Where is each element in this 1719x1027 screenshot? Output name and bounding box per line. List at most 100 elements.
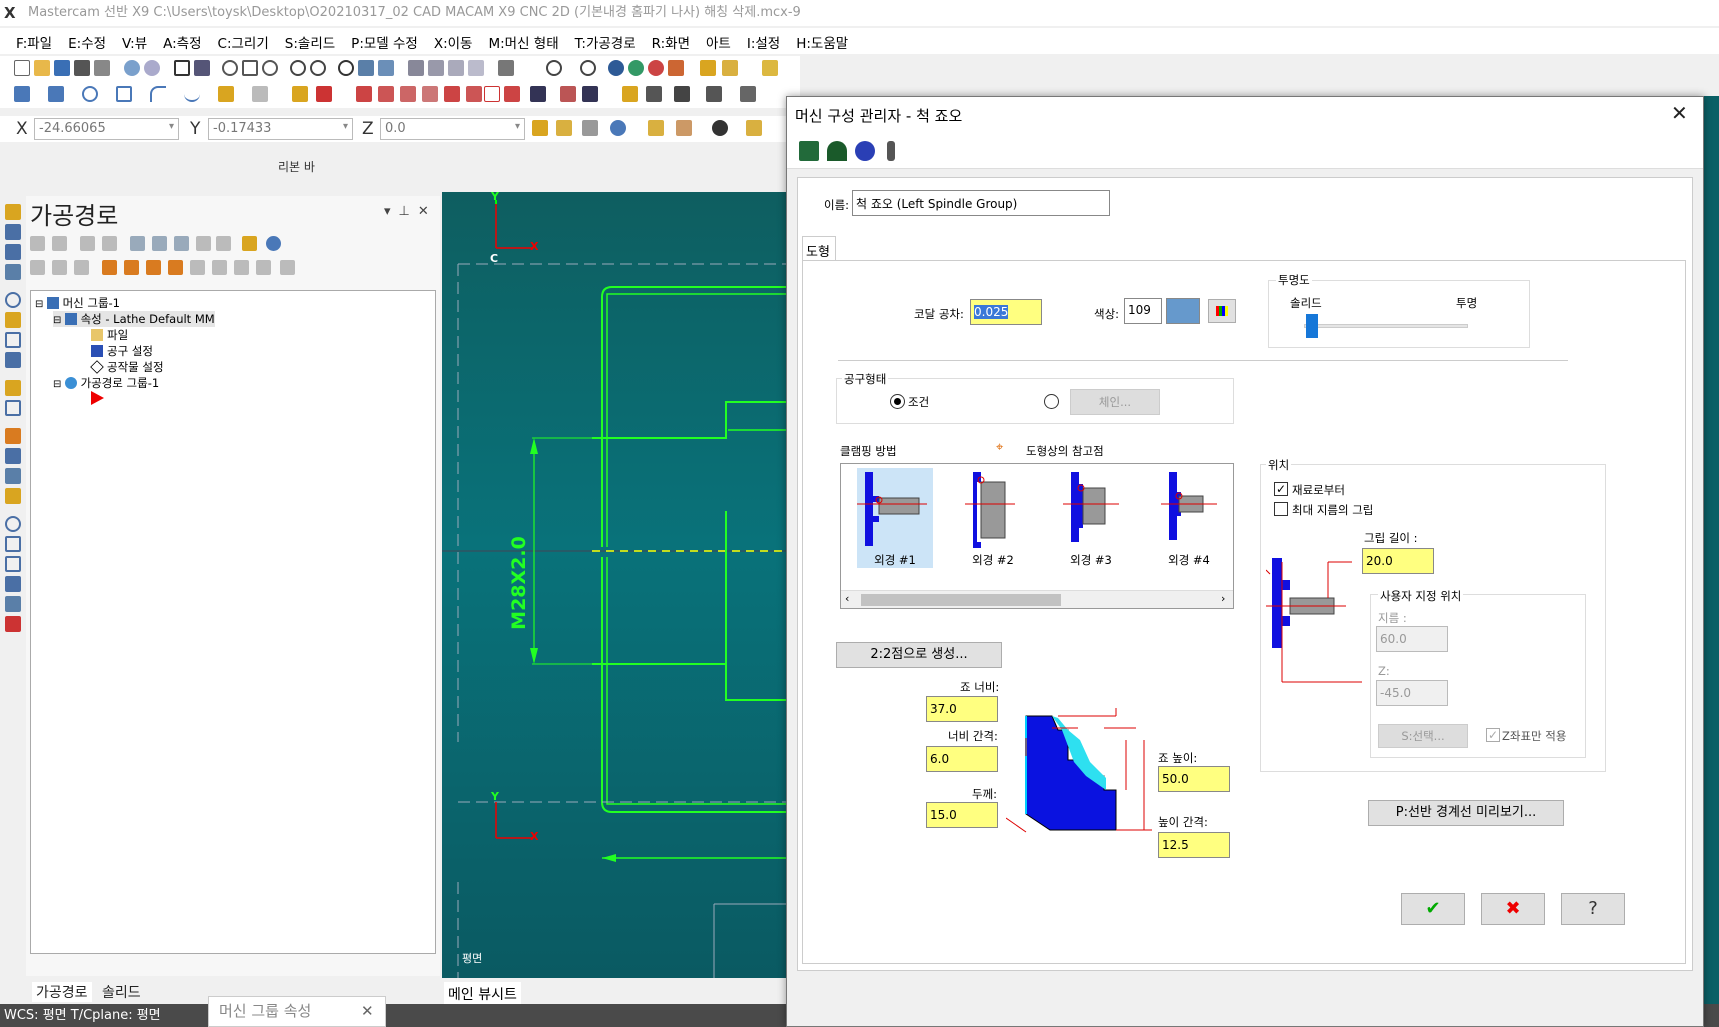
chain-button[interactable]: 체인...: [1070, 389, 1160, 415]
scale-icon[interactable]: [422, 86, 438, 102]
clamp-od4[interactable]: 외경 #4: [1151, 468, 1227, 568]
shaded-icon[interactable]: [580, 60, 596, 76]
graphics-viewport[interactable]: Y X C M28X2.0 Y X 평면: [442, 192, 788, 978]
hatch-icon[interactable]: [706, 86, 722, 102]
mirror-icon[interactable]: [400, 86, 416, 102]
panel-controls[interactable]: ▾⊥✕: [384, 204, 437, 219]
note-icon[interactable]: [740, 86, 756, 102]
undo-icon[interactable]: [124, 60, 140, 76]
tree-item-machine-group[interactable]: ⊟ 머신 그룹-1: [35, 296, 121, 310]
surface-icon[interactable]: [252, 86, 268, 102]
scroll-right-icon[interactable]: ›: [1221, 592, 1226, 605]
menu-analyze[interactable]: A:측정: [163, 36, 202, 52]
rotate-icon[interactable]: [338, 60, 354, 76]
chord-tolerance-input[interactable]: 0.025: [970, 299, 1042, 325]
dimension-icon[interactable]: [674, 86, 690, 102]
post-icon[interactable]: [196, 236, 211, 251]
unzoom-icon[interactable]: [290, 60, 306, 76]
tree-item-stock-setup[interactable]: 공작물 설정: [90, 359, 164, 375]
create-2-points-button[interactable]: 2:2점으로 생성...: [836, 642, 1002, 668]
move-down-icon[interactable]: [102, 260, 117, 275]
chuck-jaw-icon[interactable]: [827, 141, 847, 161]
clamp-od1[interactable]: 외경 #1: [857, 468, 933, 568]
material-icon[interactable]: [668, 60, 684, 76]
menu-file[interactable]: F:파일: [16, 36, 53, 52]
mill-face-icon[interactable]: [5, 516, 21, 532]
backface-icon[interactable]: [648, 60, 664, 76]
from-stock-checkbox[interactable]: ✓: [1274, 482, 1288, 496]
tree-item-files[interactable]: 파일: [91, 327, 128, 343]
tab-geometry[interactable]: 도형: [802, 236, 836, 260]
y-coordinate-input[interactable]: -0.17433: [208, 118, 353, 140]
menu-create[interactable]: C:그리기: [217, 36, 269, 52]
toggle-post-icon[interactable]: [74, 260, 89, 275]
height-step-input[interactable]: 12.5: [1158, 832, 1230, 858]
tab-toolpaths[interactable]: 가공경로: [32, 982, 92, 1002]
cutoff-icon[interactable]: [5, 352, 21, 368]
rough-icon[interactable]: [5, 244, 21, 260]
analyze-icon[interactable]: [622, 86, 638, 102]
insert-arrow-icon[interactable]: [146, 260, 161, 275]
toggle-display-icon[interactable]: [52, 260, 67, 275]
simulate-icon[interactable]: [5, 616, 21, 632]
expand-icon[interactable]: [212, 260, 227, 275]
print-icon[interactable]: [74, 60, 90, 76]
machine-group-properties-tab[interactable]: 머신 그룹 속성 ✕: [208, 996, 386, 1027]
attribute-icon[interactable]: [762, 60, 778, 76]
diameter-input[interactable]: 60.0: [1376, 626, 1448, 652]
props-close-icon[interactable]: ✕: [361, 1002, 374, 1020]
panel-close-icon[interactable]: ✕: [417, 204, 437, 219]
operation-manager-icon[interactable]: [5, 204, 21, 220]
steady-rest-icon[interactable]: [887, 141, 895, 161]
menu-xform[interactable]: X:이동: [433, 36, 473, 52]
mill-rotary-icon[interactable]: [5, 596, 21, 612]
zoom-out-icon[interactable]: [310, 60, 326, 76]
menu-view[interactable]: V:뷰: [122, 36, 148, 52]
move-up-icon[interactable]: [124, 260, 139, 275]
line-style-icon[interactable]: [700, 60, 716, 76]
select-all-icon[interactable]: [648, 120, 664, 136]
menu-help[interactable]: H:도움말: [796, 36, 849, 52]
repaint-icon[interactable]: [194, 60, 210, 76]
zoom-selected-icon[interactable]: [262, 60, 278, 76]
fast-point-icon[interactable]: [532, 120, 548, 136]
clear-icon[interactable]: [582, 120, 598, 136]
redo-icon[interactable]: [144, 60, 160, 76]
only-display-icon[interactable]: [234, 260, 249, 275]
stretch-icon[interactable]: [530, 86, 546, 102]
high-feed-icon[interactable]: [216, 236, 231, 251]
array-icon[interactable]: [484, 86, 500, 102]
thickness-input[interactable]: 15.0: [926, 802, 998, 828]
chuck-icon[interactable]: [5, 428, 21, 444]
regenerate-all-icon[interactable]: [80, 236, 95, 251]
new-file-icon[interactable]: [14, 60, 30, 76]
ok-button[interactable]: ✔: [1401, 893, 1465, 925]
iso-view-icon[interactable]: [408, 60, 424, 76]
scroll-left-icon[interactable]: ‹: [845, 592, 850, 605]
mill-drill-icon[interactable]: [5, 556, 21, 572]
top-view-icon[interactable]: [448, 60, 464, 76]
jaw-width-input[interactable]: 37.0: [926, 696, 998, 722]
zoom-target-icon[interactable]: [242, 60, 258, 76]
toolpath-filter-icon[interactable]: [256, 260, 271, 275]
clamp-method-list[interactable]: 외경 #1 외경 #2 외경 #3 외경 #4 ‹ ›: [840, 463, 1234, 609]
backplot-icon[interactable]: [130, 236, 145, 251]
autocursor-icon[interactable]: [556, 120, 572, 136]
line-width-icon[interactable]: [722, 60, 738, 76]
canned-icon[interactable]: [5, 488, 21, 504]
tab-main-viewsheet[interactable]: 메인 뷰시트: [444, 982, 521, 1006]
clamp-od3[interactable]: 외경 #3: [1053, 468, 1129, 568]
options-icon[interactable]: [280, 260, 295, 275]
front-view-icon[interactable]: [428, 60, 444, 76]
save-icon[interactable]: [54, 60, 70, 76]
steady-rest-icon[interactable]: [5, 468, 21, 484]
z-coordinate-input[interactable]: 0.0: [380, 118, 525, 140]
menu-art[interactable]: 아트: [706, 36, 731, 52]
right-view-icon[interactable]: [468, 60, 484, 76]
menu-model-prep[interactable]: P:모델 수정: [351, 36, 418, 52]
measure-icon[interactable]: [646, 86, 662, 102]
x-coordinate-input[interactable]: -24.66065: [34, 118, 179, 140]
selection-mode-icon[interactable]: [746, 120, 762, 136]
cancel-button[interactable]: ✖: [1481, 893, 1545, 925]
select-invalid-ops-icon[interactable]: [52, 236, 67, 251]
